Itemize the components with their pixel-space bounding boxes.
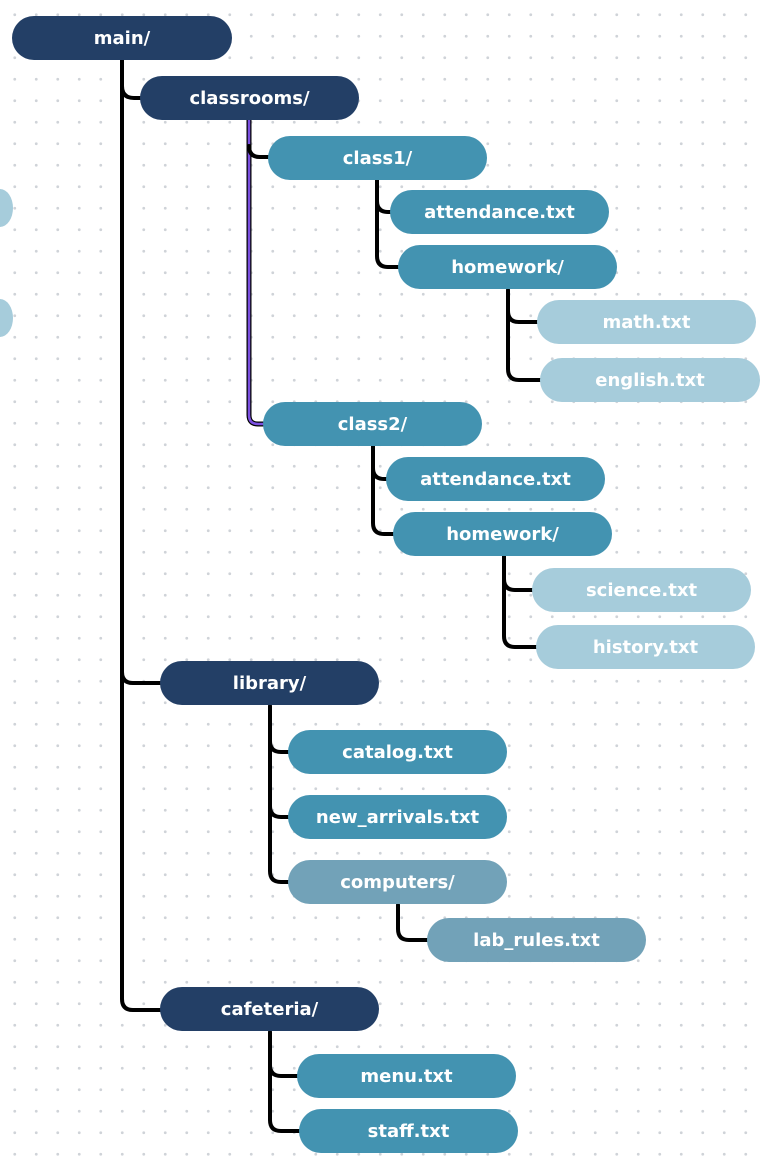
file-catalog[interactable]: catalog.txt	[288, 730, 507, 774]
folder-main[interactable]: main/	[12, 16, 232, 60]
file-english[interactable]: english.txt	[540, 358, 760, 402]
connector-cafeteria-trunk	[268, 1030, 301, 1133]
connector-hw2-science	[502, 577, 534, 592]
connector-classrooms-trunk-highlight	[247, 118, 265, 426]
connector-library-trunk	[268, 704, 290, 884]
folder-class1[interactable]: class1/	[268, 136, 487, 180]
connector-classrooms-trunk-selected	[246, 117, 266, 427]
connector-main-trunk	[120, 58, 162, 1012]
offscreen-node-edge[interactable]	[0, 189, 13, 227]
connector-hw2-trunk	[502, 554, 538, 649]
connector-hw1-math	[506, 309, 539, 324]
folder-class2[interactable]: class2/	[263, 402, 482, 446]
file-staff[interactable]: staff.txt	[299, 1109, 518, 1153]
folder-class1-homework[interactable]: homework/	[398, 245, 617, 289]
folder-library[interactable]: library/	[160, 661, 379, 705]
connector-classrooms-class1	[247, 144, 270, 159]
folder-class2-homework[interactable]: homework/	[393, 512, 612, 556]
file-science[interactable]: science.txt	[532, 568, 751, 612]
file-class2-attendance[interactable]: attendance.txt	[386, 457, 605, 501]
folder-classrooms[interactable]: classrooms/	[140, 76, 359, 120]
file-class1-attendance[interactable]: attendance.txt	[390, 190, 609, 234]
file-lab-rules[interactable]: lab_rules.txt	[427, 918, 646, 962]
connector-computers-labrules	[396, 903, 429, 942]
offscreen-node-edge[interactable]	[0, 299, 13, 337]
connector-main-library	[120, 670, 162, 685]
file-new-arrivals[interactable]: new_arrivals.txt	[288, 795, 507, 839]
folder-computers[interactable]: computers/	[288, 860, 507, 904]
connector-main-classrooms	[120, 84, 142, 100]
file-history[interactable]: history.txt	[536, 625, 755, 669]
connector-hw1-trunk	[506, 288, 542, 382]
folder-cafeteria[interactable]: cafeteria/	[160, 987, 379, 1031]
file-math[interactable]: math.txt	[537, 300, 756, 344]
connector-class1-attendance	[375, 199, 392, 214]
connector-library-catalog	[268, 739, 290, 754]
connector-cafeteria-menu	[268, 1063, 299, 1078]
connector-library-newarrivals	[268, 804, 290, 819]
connector-class2-attendance	[371, 466, 388, 481]
file-menu[interactable]: menu.txt	[297, 1054, 516, 1098]
